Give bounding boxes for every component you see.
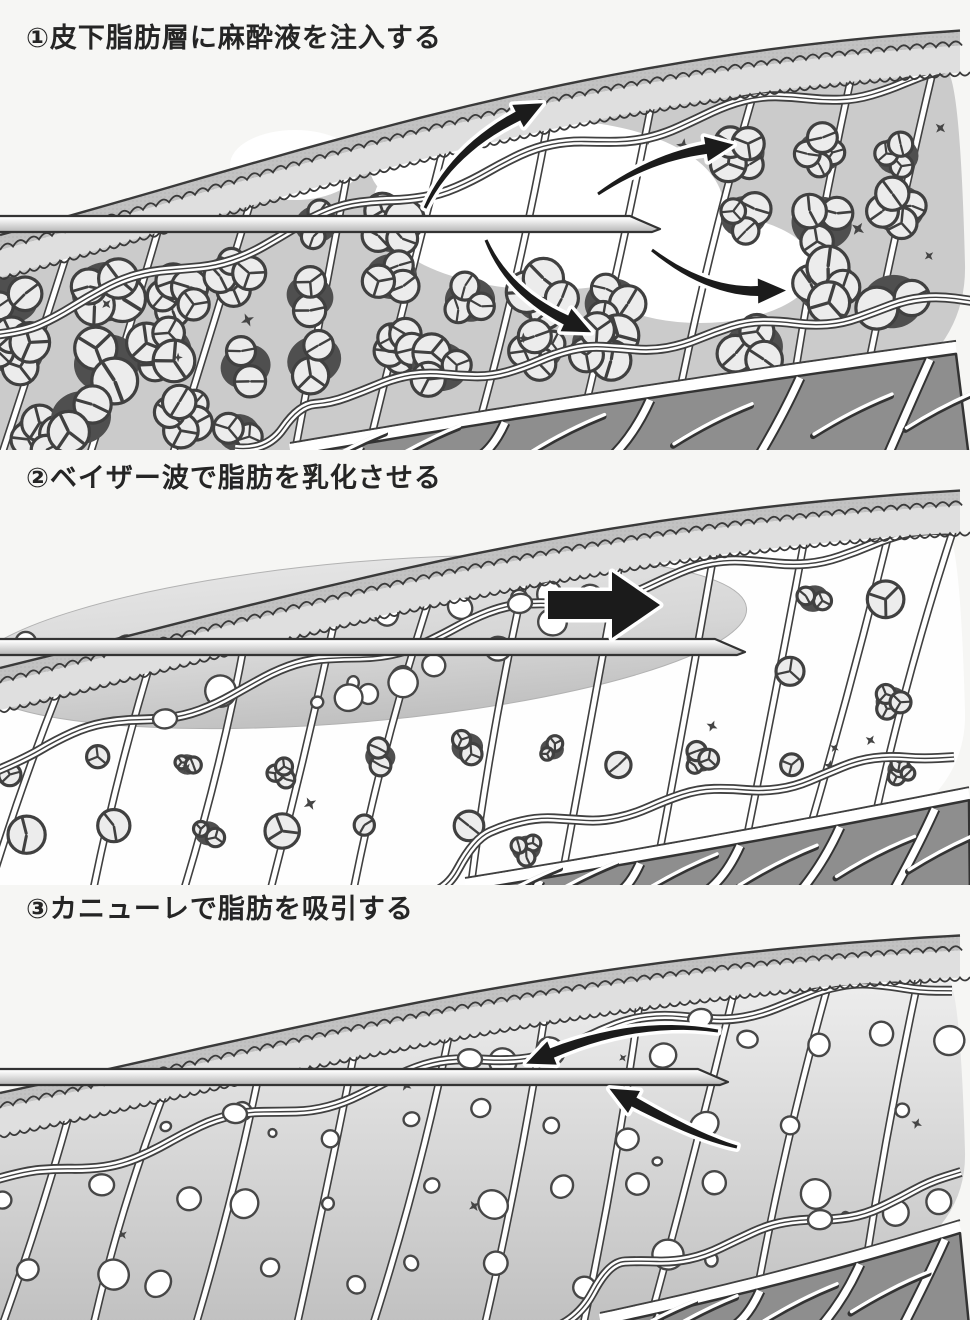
skin-layer	[0, 29, 970, 280]
skin-layer	[0, 934, 970, 1139]
cannula	[0, 214, 662, 234]
step-3-title: ③カニューレで脂肪を吸引する	[26, 894, 414, 924]
illustration-step-3-fat-suction	[0, 934, 970, 1320]
muscle-layer	[289, 339, 970, 450]
subcutaneous-fat-layer	[0, 974, 966, 1320]
muscle-layer	[464, 786, 970, 885]
panel-step-1: ①皮下脂肪層に麻酔液を注入する	[0, 0, 970, 450]
blood-vessels	[0, 978, 963, 1320]
step-2-title: ②ベイザー波で脂肪を乳化させる	[26, 463, 442, 493]
suction-flow-arrows	[522, 1021, 741, 1152]
panel-step-2: ②ベイザー波で脂肪を乳化させる	[0, 450, 970, 885]
fat-lobules	[0, 579, 917, 868]
illustration-step-2-vaser-emulsification	[0, 489, 970, 885]
panel-step-3: ③カニューレで脂肪を吸引する	[0, 885, 970, 1320]
blood-vessels	[0, 525, 955, 885]
muscle-layer	[598, 1219, 970, 1320]
emulsified-fat-droplets	[0, 1020, 966, 1300]
anesthetic-spread-arrows	[420, 99, 790, 336]
vaser-wave-arrow	[544, 568, 664, 642]
cannula	[0, 637, 747, 657]
step-1-title: ①皮下脂肪層に麻酔液を注入する	[26, 23, 442, 53]
cannula	[0, 1067, 730, 1087]
blood-vessels	[0, 61, 970, 450]
illustration-step-1-anesthetic-injection	[0, 29, 970, 450]
